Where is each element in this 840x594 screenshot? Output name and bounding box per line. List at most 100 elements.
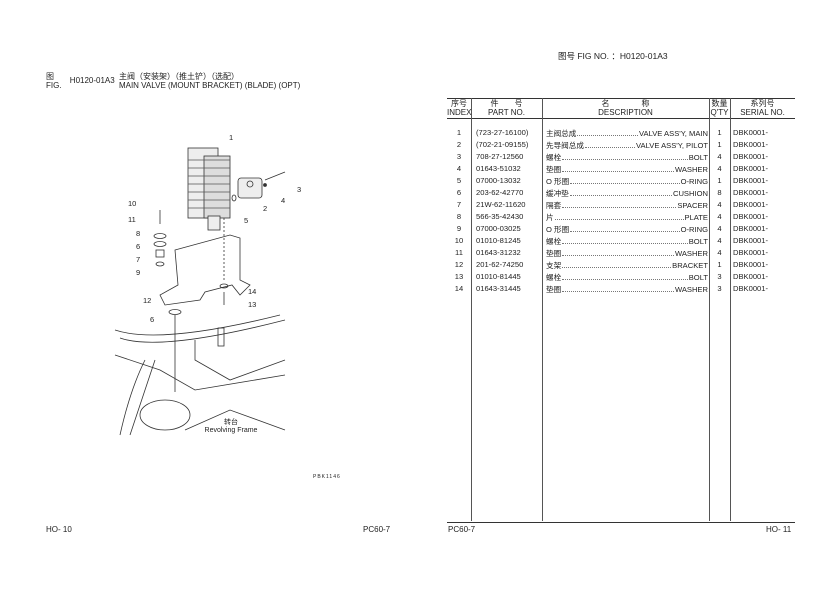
desc-cn: 垫圈 <box>546 285 562 294</box>
cell-index: 2 <box>456 140 462 149</box>
cell-description: 垫圈 WASHER <box>546 283 708 296</box>
frame-label: 转台 Revolving Frame <box>196 419 266 435</box>
left-model: PC60-7 <box>363 525 391 534</box>
cell-index: 9 <box>456 224 462 233</box>
cell-serial: DBK0001- <box>733 164 769 173</box>
leader-dots <box>570 223 680 232</box>
cell-qty: 1 <box>717 128 722 137</box>
cell-qty: 1 <box>717 176 722 185</box>
header-en: PART NO. <box>488 108 525 117</box>
callout-8: 8 <box>136 229 141 238</box>
fig-label-cn: 图 <box>46 72 54 81</box>
desc-en: WASHER <box>674 165 708 174</box>
leader-dots <box>584 139 636 148</box>
leader-dots <box>562 163 674 172</box>
desc-cn: O 形圈 <box>546 177 570 186</box>
title-en: MAIN VALVE (MOUNT BRACKET) (BLADE) (OPT) <box>118 81 301 90</box>
cell-index: 10 <box>454 236 464 245</box>
leader-dots <box>562 235 688 244</box>
callout-5: 5 <box>244 216 249 225</box>
frame-label-en: Revolving Frame <box>204 427 258 434</box>
leader-dots <box>562 247 674 256</box>
cell-serial: DBK0001- <box>733 260 769 269</box>
cell-part-no: 07000-03025 <box>476 224 521 233</box>
leader-dots <box>554 211 684 220</box>
callout-12: 12 <box>143 296 152 305</box>
cell-part-no: 708-27-12560 <box>476 152 524 161</box>
cell-index: 7 <box>456 200 462 209</box>
cell-index: 11 <box>455 248 463 257</box>
column-divider <box>730 98 731 521</box>
cell-part-no: 07000-13032 <box>476 176 521 185</box>
callout-1: 1 <box>229 133 234 142</box>
callout-14: 14 <box>248 287 257 296</box>
desc-en: WASHER <box>674 249 708 258</box>
desc-en: WASHER <box>674 285 708 294</box>
desc-cn: 主阀总成 <box>546 129 577 138</box>
desc-en: VALVE ASS'Y, MAIN <box>639 129 708 138</box>
drawing-code: PBK1146 <box>313 474 341 480</box>
cell-qty: 1 <box>717 140 722 149</box>
cell-serial: DBK0001- <box>733 284 769 293</box>
leader-dots <box>562 151 688 160</box>
left-page-number: HO- 10 <box>46 525 72 534</box>
callout-7: 7 <box>136 255 141 264</box>
frame-label-cn: 转台 <box>224 419 238 426</box>
cell-part-no: 566-35-42430 <box>476 212 524 221</box>
cell-qty: 4 <box>717 164 722 173</box>
exploded-parts-drawing <box>114 147 286 436</box>
header-cn: 系列号 <box>750 99 775 108</box>
cell-serial: DBK0001- <box>733 248 769 257</box>
cell-serial: DBK0001- <box>733 212 769 221</box>
cell-index: 12 <box>454 260 464 269</box>
desc-cn: 垫圈 <box>546 165 562 174</box>
parts-table <box>447 98 795 523</box>
cell-serial: DBK0001- <box>733 200 769 209</box>
callout-6b: 6 <box>150 315 155 324</box>
fig-label-en: FIG. <box>46 81 62 90</box>
cell-part-no: (702-21-09155) <box>476 140 529 149</box>
cell-qty: 3 <box>717 284 722 293</box>
leader-dots <box>577 127 639 136</box>
cell-part-no: 01010-81245 <box>476 236 521 245</box>
desc-en: VALVE ASS'Y, PILOT <box>636 141 708 150</box>
callout-13: 13 <box>248 300 257 309</box>
desc-cn: O 形圈 <box>546 225 570 234</box>
cell-qty: 4 <box>717 200 722 209</box>
callout-11: 11 <box>128 215 136 224</box>
leader-dots <box>562 199 677 208</box>
cell-qty: 4 <box>717 152 722 161</box>
right-page-number: HO- 11 <box>766 525 792 534</box>
leader-dots <box>562 271 688 280</box>
cell-serial: DBK0001- <box>733 224 769 233</box>
header-cn: 数量 <box>711 99 728 108</box>
cell-qty: 3 <box>717 272 722 281</box>
desc-en: BOLT <box>688 237 708 246</box>
cell-index: 8 <box>456 212 462 221</box>
desc-cn: 片 <box>546 213 554 222</box>
callout-3: 3 <box>297 185 302 194</box>
desc-en: BOLT <box>688 273 708 282</box>
header-divider <box>447 118 795 119</box>
